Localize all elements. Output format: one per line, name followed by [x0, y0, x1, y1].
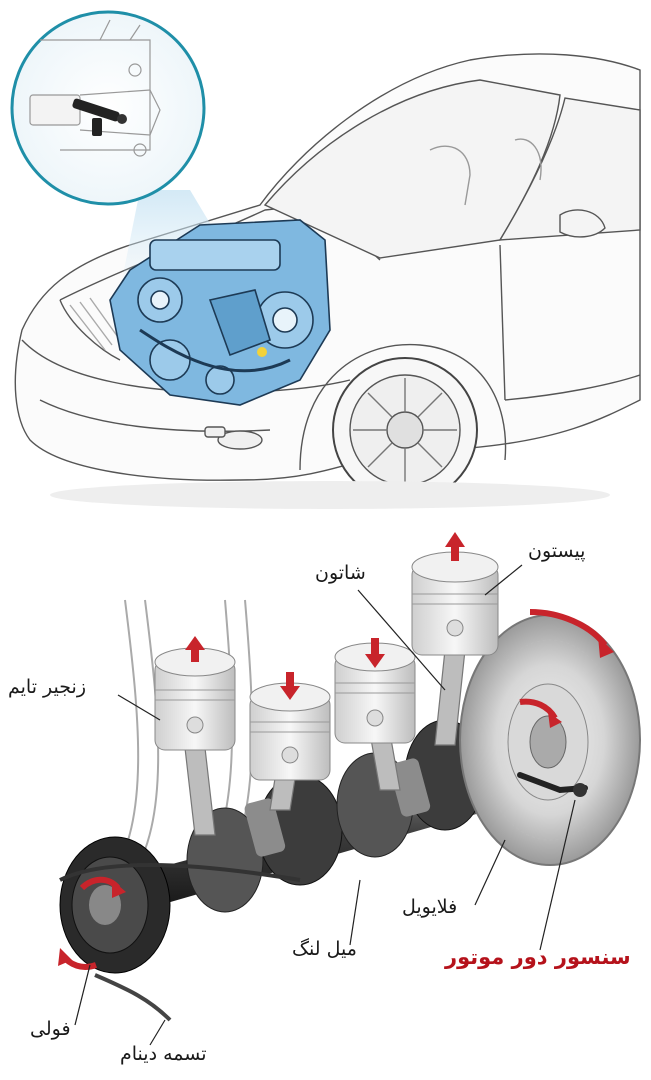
crankshaft-label: میل لنگ: [292, 938, 357, 960]
flywheel: [459, 614, 641, 866]
down-arrow-icon: [365, 638, 385, 668]
pulley-label: فولی: [30, 1018, 71, 1040]
sensor-detail-icon: [72, 98, 127, 136]
alternator-belt-label: تسمه دینام: [120, 1043, 207, 1065]
piston-label: پیستون: [528, 540, 586, 562]
alternator-belt: [94, 973, 172, 1022]
piston-4: [411, 551, 499, 656]
up-arrow-icon: [185, 636, 205, 662]
pulley: [59, 836, 301, 974]
connecting-rod-label: شاتون: [315, 562, 366, 584]
leader-lines: [74, 564, 576, 1046]
sensor-callout: [10, 10, 206, 206]
crank-sensor: [517, 772, 588, 797]
down-arrow-icon: [280, 672, 300, 700]
timing-chain-label: زنجیر تایم: [8, 676, 86, 698]
engine-speed-sensor-label: سنسور دور موتور: [445, 945, 631, 969]
rotation-arrow-icon: [519, 698, 558, 720]
up-arrow-icon: [445, 532, 465, 561]
engine-illustration: [109, 219, 331, 406]
flywheel-label: فلایویل: [402, 896, 458, 918]
piston-1: [154, 647, 236, 751]
